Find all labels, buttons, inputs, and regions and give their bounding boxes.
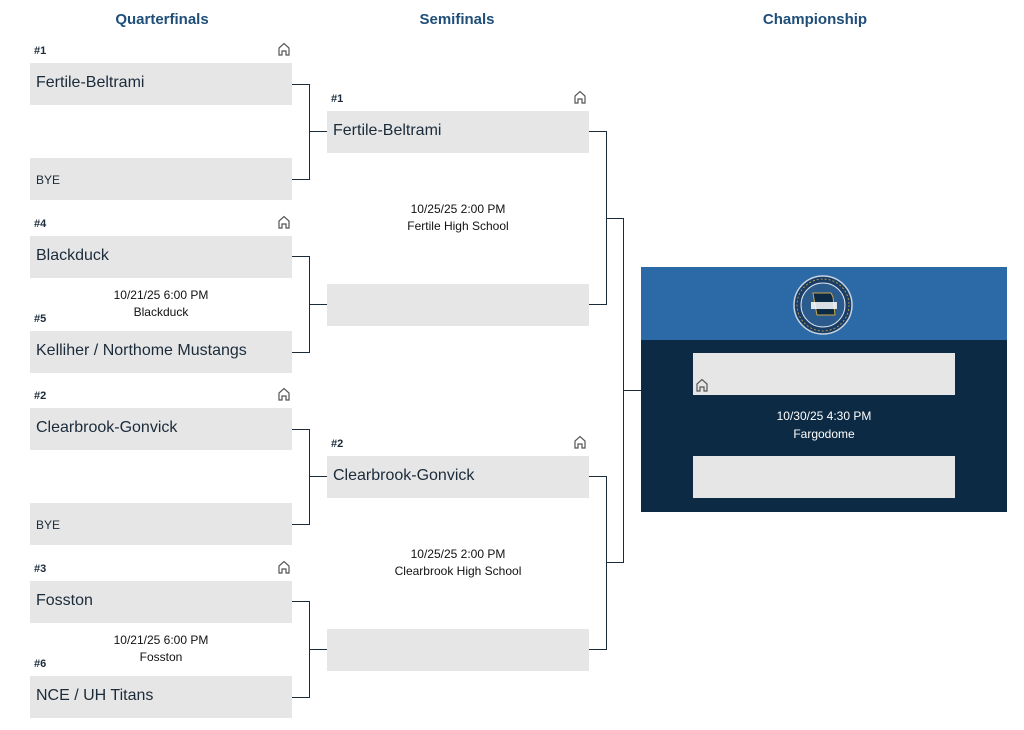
team-name: Clearbrook-Gonvick bbox=[333, 467, 475, 484]
bracket-connector bbox=[309, 649, 327, 650]
bye-label: BYE bbox=[36, 173, 61, 187]
bracket-connector bbox=[623, 390, 641, 391]
game-location: Fargodome bbox=[793, 427, 855, 441]
game-datetime: 10/25/25 2:00 PM bbox=[410, 202, 506, 216]
game-datetime: 10/25/25 2:00 PM bbox=[410, 547, 506, 561]
bye-label: BYE bbox=[36, 518, 61, 532]
bracket-connector bbox=[292, 429, 310, 430]
game-location: Blackduck bbox=[133, 305, 189, 319]
team-name: Fertile-Beltrami bbox=[36, 74, 145, 91]
mshsl-logo-icon bbox=[793, 275, 853, 335]
home-icon bbox=[695, 378, 709, 392]
seed-label: #2 bbox=[34, 390, 47, 402]
bracket-connector bbox=[292, 601, 310, 602]
home-icon bbox=[277, 560, 291, 574]
seed-label: #6 bbox=[34, 658, 47, 670]
bracket-connector bbox=[292, 84, 310, 85]
team-name: Fertile-Beltrami bbox=[333, 122, 442, 139]
team-slot[interactable]: Clearbrook-Gonvick bbox=[327, 456, 589, 498]
round-title-quarterfinals: Quarterfinals bbox=[115, 11, 209, 28]
bracket-connector bbox=[606, 476, 607, 650]
team-name: Clearbrook-Gonvick bbox=[36, 419, 178, 436]
bracket-connector bbox=[292, 524, 310, 525]
team-slot[interactable]: Blackduck bbox=[30, 236, 292, 278]
seed-label: #3 bbox=[34, 563, 47, 575]
home-icon bbox=[277, 42, 291, 56]
seed-label: #5 bbox=[34, 313, 47, 325]
bracket-connector bbox=[292, 256, 310, 257]
game-info: 10/21/25 6:00 PM Fosston bbox=[30, 632, 292, 666]
game-info: 10/25/25 2:00 PM Clearbrook High School bbox=[327, 546, 589, 580]
bracket-connector bbox=[589, 476, 607, 477]
championship-header bbox=[641, 267, 1007, 340]
game-datetime: 10/21/25 6:00 PM bbox=[113, 288, 209, 302]
game-info: 10/30/25 4:30 PM Fargodome bbox=[693, 407, 955, 443]
bracket-connector bbox=[309, 84, 310, 180]
bracket-connector bbox=[309, 131, 327, 132]
game-datetime: 10/21/25 6:00 PM bbox=[113, 633, 209, 647]
game-info: 10/25/25 2:00 PM Fertile High School bbox=[327, 201, 589, 235]
game-info: 10/21/25 6:00 PM Blackduck bbox=[30, 287, 292, 321]
home-icon bbox=[277, 387, 291, 401]
team-name: Fosston bbox=[36, 592, 93, 609]
team-slot[interactable]: Fertile-Beltrami bbox=[30, 63, 292, 105]
bracket-connector bbox=[292, 352, 310, 353]
team-slot[interactable]: Fertile-Beltrami bbox=[327, 111, 589, 153]
team-slot-empty[interactable] bbox=[693, 353, 955, 395]
team-slot-empty[interactable] bbox=[327, 284, 589, 326]
game-datetime: 10/30/25 4:30 PM bbox=[776, 409, 872, 423]
team-name: NCE / UH Titans bbox=[36, 687, 154, 704]
bracket-connector bbox=[292, 179, 310, 180]
team-slot-empty[interactable] bbox=[693, 456, 955, 498]
team-slot[interactable]: Clearbrook-Gonvick bbox=[30, 408, 292, 450]
bracket-connector bbox=[606, 562, 624, 563]
home-icon bbox=[573, 435, 587, 449]
bracket-connector bbox=[606, 218, 624, 219]
bracket-connector bbox=[309, 429, 310, 525]
bracket-connector bbox=[589, 304, 607, 305]
bracket-connector bbox=[589, 131, 607, 132]
team-name: Kelliher / Northome Mustangs bbox=[36, 342, 247, 359]
team-slot[interactable]: Kelliher / Northome Mustangs bbox=[30, 331, 292, 373]
team-slot-empty[interactable] bbox=[327, 629, 589, 671]
team-slot[interactable]: NCE / UH Titans bbox=[30, 676, 292, 718]
seed-label: #2 bbox=[331, 438, 344, 450]
championship-card: 10/30/25 4:30 PM Fargodome bbox=[641, 267, 1007, 512]
bracket-connector bbox=[309, 476, 327, 477]
game-location: Fertile High School bbox=[407, 219, 509, 233]
team-slot[interactable]: BYE bbox=[30, 158, 292, 200]
seed-label: #1 bbox=[331, 93, 344, 105]
game-location: Fosston bbox=[139, 650, 183, 664]
home-icon bbox=[573, 90, 587, 104]
bracket-connector bbox=[589, 649, 607, 650]
team-name: Blackduck bbox=[36, 247, 109, 264]
home-icon bbox=[277, 215, 291, 229]
round-title-semifinals: Semifinals bbox=[419, 11, 495, 28]
round-title-championship: Championship bbox=[762, 11, 868, 28]
bracket-connector bbox=[309, 304, 327, 305]
seed-label: #4 bbox=[34, 218, 47, 230]
game-location: Clearbrook High School bbox=[394, 564, 522, 578]
team-slot[interactable]: Fosston bbox=[30, 581, 292, 623]
seed-label: #1 bbox=[34, 45, 47, 57]
team-slot[interactable]: BYE bbox=[30, 503, 292, 545]
bracket-connector bbox=[292, 697, 310, 698]
